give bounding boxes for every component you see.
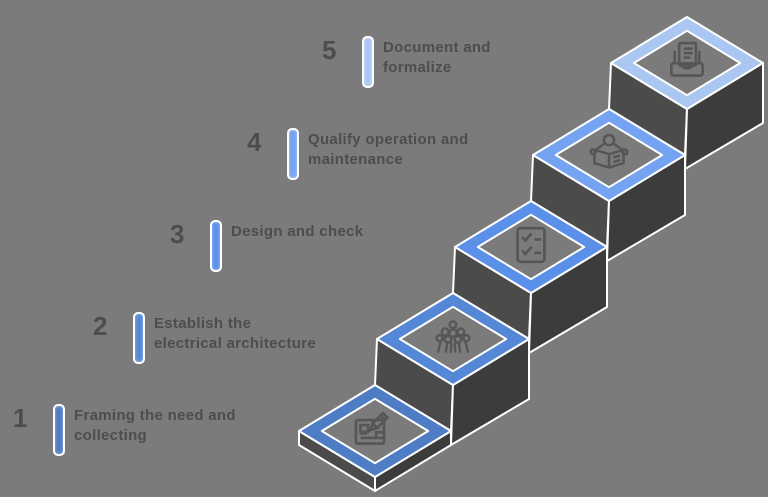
step-row-5: 5 Document and formalize [322,36,491,88]
step-number: 4 [247,127,262,157]
step-row-4: 4 Qualify operation and maintenance [247,128,468,180]
step-label: Document and formalize [383,39,491,76]
accent-bar [53,404,65,456]
step-row-3: 3 Design and check [170,220,363,272]
step-1-diamond-inner [320,397,430,465]
accent-bar [287,128,299,180]
step-number: 1 [13,403,28,433]
accent-bar [133,312,145,364]
step-label: Qualify operation and maintenance [308,131,469,168]
step-2-diamond-inner [398,305,508,373]
step-row-2: 2 Establish the electrical architecture [93,312,316,364]
accent-bar [362,36,374,88]
accent-bar [210,220,222,272]
step-label: Framing the need and collecting [74,407,236,444]
step-label: Design and check [231,223,364,240]
step-row-1: 1 Framing the need and collecting [13,404,236,456]
step-number: 5 [322,35,337,65]
step-number: 2 [93,311,108,341]
step-label: Establish the electrical architecture [154,315,316,352]
step-number: 3 [170,219,185,249]
